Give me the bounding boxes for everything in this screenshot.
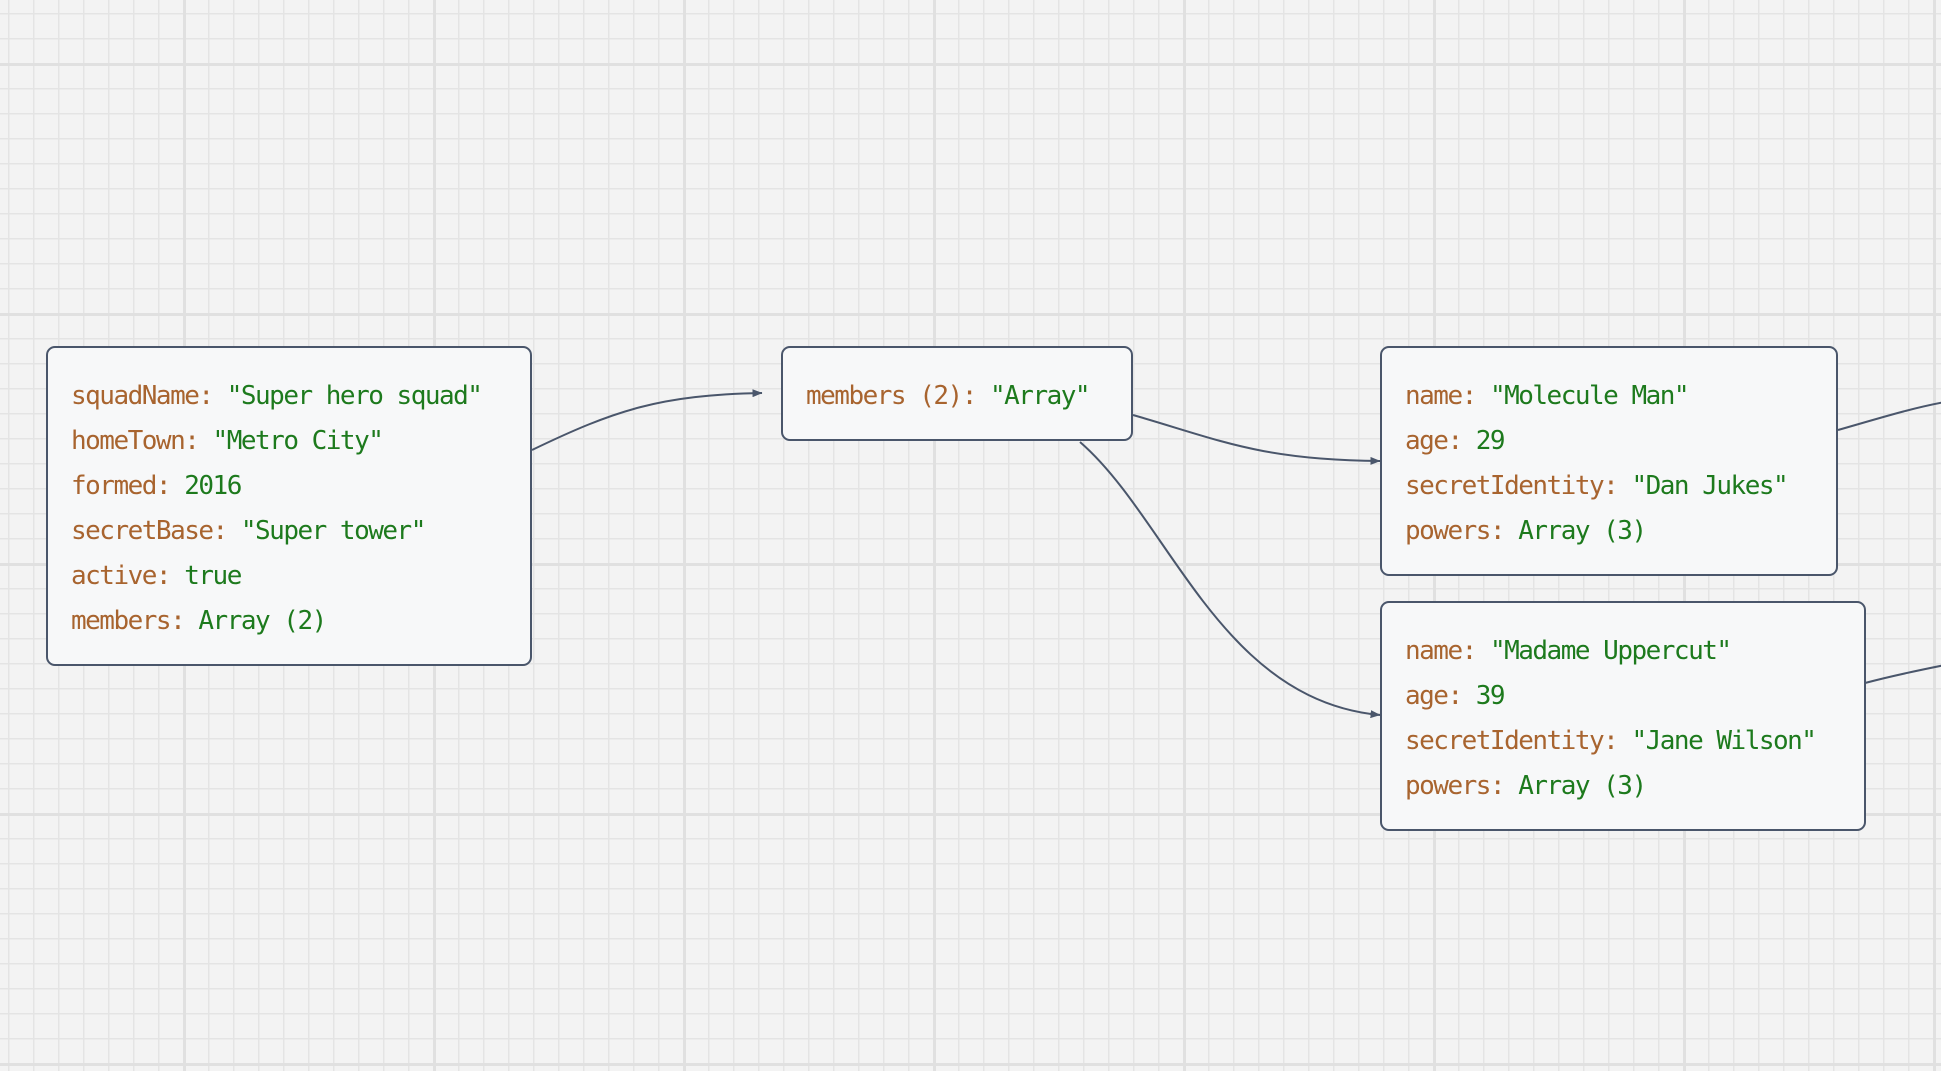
- row-value: "Dan Jukes": [1631, 471, 1788, 501]
- row-value: "Super tower": [240, 516, 427, 546]
- row-key: homeTown: [71, 426, 186, 456]
- row-key: name: [1405, 381, 1463, 411]
- row-value: "Metro City": [212, 426, 384, 456]
- node-row: powers: Array (3): [1405, 771, 1647, 801]
- row-key: age: [1405, 681, 1449, 711]
- row-key: members: [71, 606, 172, 636]
- row-key: squadName: [71, 381, 200, 411]
- row-key: powers: [1405, 771, 1491, 801]
- row-value: Array (3): [1518, 771, 1647, 801]
- node-row: powers: Array (3): [1405, 516, 1647, 546]
- node-row: members: Array (2): [71, 606, 327, 636]
- edge-members-to-member-1: [1132, 414, 1381, 465]
- node-row: name: "Molecule Man": [1405, 381, 1690, 411]
- row-key: members (2): [806, 381, 963, 411]
- row-value: Array (3): [1518, 516, 1647, 546]
- node-row: secretBase: "Super tower": [71, 516, 427, 546]
- node-row: active: true: [71, 561, 242, 591]
- node-row: age: 39: [1405, 681, 1506, 711]
- node-row: members (2): "Array": [806, 381, 1091, 411]
- edge-members-to-member-2: [1079, 441, 1381, 719]
- node-members[interactable]: members (2): "Array": [781, 346, 1133, 441]
- row-value: 2016: [184, 471, 242, 501]
- row-value: "Array": [990, 381, 1091, 411]
- row-value: true: [184, 561, 242, 591]
- row-value: 29: [1475, 426, 1506, 456]
- row-value: "Madame Uppercut": [1489, 636, 1732, 666]
- node-row: age: 29: [1405, 426, 1506, 456]
- row-value: "Molecule Man": [1489, 381, 1690, 411]
- node-row: homeTown: "Metro City": [71, 426, 384, 456]
- node-member-2[interactable]: name: "Madame Uppercut" age: 39 secretId…: [1380, 601, 1866, 831]
- edge-root-to-members: [531, 389, 763, 451]
- node-row: secretIdentity: "Jane Wilson": [1405, 726, 1817, 756]
- row-value: 39: [1475, 681, 1506, 711]
- row-key: secretIdentity: [1405, 471, 1605, 501]
- row-value: "Super hero squad": [226, 381, 483, 411]
- edge-member-2-to-powers: [1864, 664, 1941, 684]
- row-value: "Jane Wilson": [1631, 726, 1817, 756]
- row-key: age: [1405, 426, 1449, 456]
- node-row: squadName: "Super hero squad": [71, 381, 483, 411]
- row-key: secretBase: [71, 516, 214, 546]
- node-root[interactable]: squadName: "Super hero squad" homeTown: …: [46, 346, 532, 666]
- edge-member-1-to-powers: [1837, 401, 1941, 431]
- row-key: powers: [1405, 516, 1491, 546]
- row-key: secretIdentity: [1405, 726, 1605, 756]
- node-row: formed: 2016: [71, 471, 242, 501]
- row-key: active: [71, 561, 157, 591]
- node-member-1[interactable]: name: "Molecule Man" age: 29 secretIdent…: [1380, 346, 1838, 576]
- row-key: name: [1405, 636, 1463, 666]
- node-row: name: "Madame Uppercut": [1405, 636, 1732, 666]
- row-key: formed: [71, 471, 157, 501]
- node-row: secretIdentity: "Dan Jukes": [1405, 471, 1789, 501]
- row-value: Array (2): [198, 606, 327, 636]
